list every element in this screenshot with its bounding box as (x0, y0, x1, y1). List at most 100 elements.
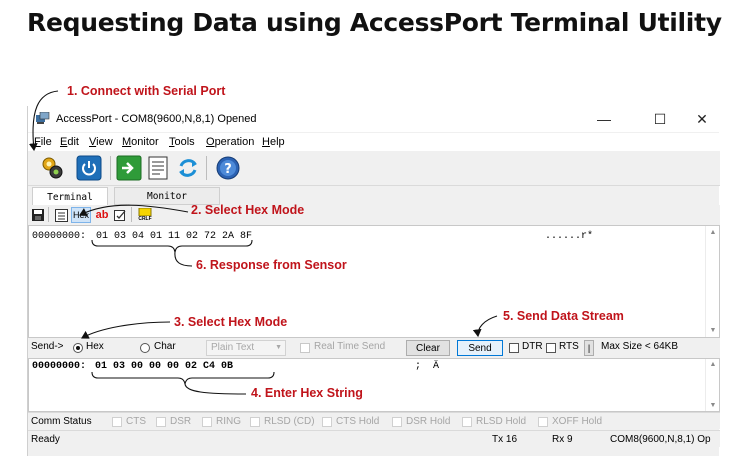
cts-hold-indicator (322, 417, 332, 427)
status-rx: Rx 9 (552, 434, 573, 445)
power-icon (76, 155, 102, 181)
receive-address: 00000000: (32, 231, 87, 242)
maximize-button[interactable]: ☐ (642, 107, 678, 131)
format-select-value: Plain Text (211, 342, 255, 353)
receive-scrollbar[interactable]: ▲ ▼ (705, 226, 719, 337)
annotation-enter-hex: 4. Enter Hex String (251, 386, 363, 400)
menu-operation[interactable]: Operation (206, 136, 255, 148)
clear-button[interactable]: Clear (406, 340, 450, 356)
dsr-indicator (156, 417, 166, 427)
chevron-down-icon: ▼ (275, 344, 282, 351)
window-title: AccessPort - COM8(9600,N,8,1) Opened (56, 113, 257, 125)
open-icon (116, 155, 142, 181)
toolbar-separator (48, 207, 49, 222)
tab-monitor[interactable]: Monitor (114, 187, 220, 205)
pipe-button[interactable]: | (584, 340, 594, 356)
toolbar-separator (131, 207, 132, 222)
hex-view-button[interactable] (53, 207, 69, 223)
annotation-send: 5. Send Data Stream (503, 309, 624, 323)
title-bar: AccessPort - COM8(9600,N,8,1) Opened — ☐… (28, 106, 720, 132)
dsr-hold-label: DSR Hold (406, 416, 451, 427)
terminal-toolbar: Hex ab CRLF (28, 205, 720, 225)
rts-checkbox[interactable] (546, 343, 556, 353)
tab-bar: Terminal Monitor (28, 187, 720, 206)
menu-file[interactable]: File (34, 136, 52, 148)
close-icon: ✕ (696, 110, 708, 127)
receive-hex: 01 03 04 01 11 02 72 2A 8F (96, 231, 253, 242)
annotation-response: 6. Response from Sensor (196, 258, 347, 272)
dtr-checkbox[interactable] (509, 343, 519, 353)
annotation-connect: 1. Connect with Serial Port (67, 84, 226, 98)
xoff-hold-label: XOFF Hold (552, 416, 603, 427)
refresh-button[interactable] (174, 154, 202, 182)
save-icon (32, 209, 44, 221)
help-icon: ? (216, 156, 240, 180)
status-port: COM8(9600,N,8,1) Op (610, 434, 711, 445)
hex-radio[interactable] (73, 343, 83, 353)
save-button[interactable] (31, 207, 45, 223)
main-toolbar: ? (28, 151, 720, 186)
dsr-hold-indicator (392, 417, 402, 427)
connect-serial-button[interactable] (38, 154, 66, 182)
real-time-send-label: Real Time Send (314, 341, 386, 352)
hex-mode-button[interactable]: Hex (71, 207, 91, 223)
menu-view[interactable]: View (89, 136, 113, 148)
menu-bar: File Edit View Monitor Tools Operation H… (28, 133, 720, 151)
format-select[interactable]: Plain Text ▼ (206, 340, 286, 356)
send-button[interactable]: Send (457, 340, 503, 356)
hex-grid-icon (54, 208, 68, 222)
comm-status-label: Comm Status (31, 416, 92, 427)
send-input-pane[interactable]: 00000000: 01 03 00 00 00 02 C4 0B ; Ä ▲ … (28, 358, 720, 412)
cts-indicator (112, 417, 122, 427)
comm-status-bar: Comm Status CTS DSR RING RLSD (CD) CTS H… (28, 412, 720, 429)
ring-indicator (202, 417, 212, 427)
crlf-button[interactable]: CRLF (136, 207, 154, 223)
toolbar-separator (206, 156, 207, 180)
power-button[interactable] (75, 154, 103, 182)
maximize-icon: ☐ (653, 110, 667, 127)
accessport-window: AccessPort - COM8(9600,N,8,1) Opened — ☐… (27, 106, 720, 456)
annotation-select-hex-2: 3. Select Hex Mode (174, 315, 288, 329)
menu-tools[interactable]: Tools (169, 136, 195, 148)
max-size-label: Max Size < 64KB (601, 341, 678, 352)
rts-label: RTS (559, 341, 579, 352)
send-ascii: ; Ä (415, 361, 440, 372)
connect-serial-icon (42, 157, 63, 179)
menu-help[interactable]: Help (262, 136, 285, 148)
scroll-up-icon[interactable]: ▲ (709, 229, 717, 236)
refresh-icon (179, 159, 197, 177)
send-scrollbar[interactable]: ▲ ▼ (705, 359, 719, 411)
scroll-down-icon[interactable]: ▼ (709, 327, 717, 334)
open-button[interactable] (115, 154, 143, 182)
char-radio[interactable] (140, 343, 150, 353)
send-bar: Send-> Hex Char Plain Text ▼ Real Time S… (28, 338, 720, 358)
send-address: 00000000: (32, 361, 87, 372)
send-hex-input[interactable]: 01 03 00 00 00 02 C4 0B (95, 361, 234, 372)
tab-terminal[interactable]: Terminal (32, 187, 108, 206)
help-button[interactable]: ? (214, 154, 242, 182)
status-tx: Tx 16 (492, 434, 518, 445)
status-bar: Ready Tx 16 Rx 9 COM8(9600,N,8,1) Op (28, 430, 720, 447)
menu-monitor[interactable]: Monitor (122, 136, 159, 148)
edit-check-button[interactable] (112, 207, 128, 223)
scroll-up-icon[interactable]: ▲ (709, 361, 717, 368)
minimize-button[interactable]: — (586, 107, 622, 131)
real-time-send-checkbox[interactable] (300, 343, 310, 353)
dtr-label: DTR (522, 341, 543, 352)
menu-edit[interactable]: Edit (60, 136, 79, 148)
scroll-down-icon[interactable]: ▼ (709, 402, 717, 409)
close-button[interactable]: ✕ (684, 107, 720, 131)
crlf-icon (138, 208, 152, 216)
hex-radio-label: Hex (86, 341, 104, 352)
rlsd-label: RLSD (CD) (264, 416, 315, 427)
rlsd-indicator (250, 417, 260, 427)
cts-label: CTS (126, 416, 146, 427)
send-label: Send-> (31, 341, 64, 352)
ab-mode-button[interactable]: ab (95, 209, 109, 221)
rlsd-hold-indicator (462, 417, 472, 427)
char-radio-label: Char (154, 341, 176, 352)
page-title: Requesting Data using AccessPort Termina… (27, 8, 722, 37)
annotation-select-hex-1: 2. Select Hex Mode (191, 203, 305, 217)
minimize-icon: — (597, 111, 611, 127)
notes-button[interactable] (144, 154, 172, 182)
